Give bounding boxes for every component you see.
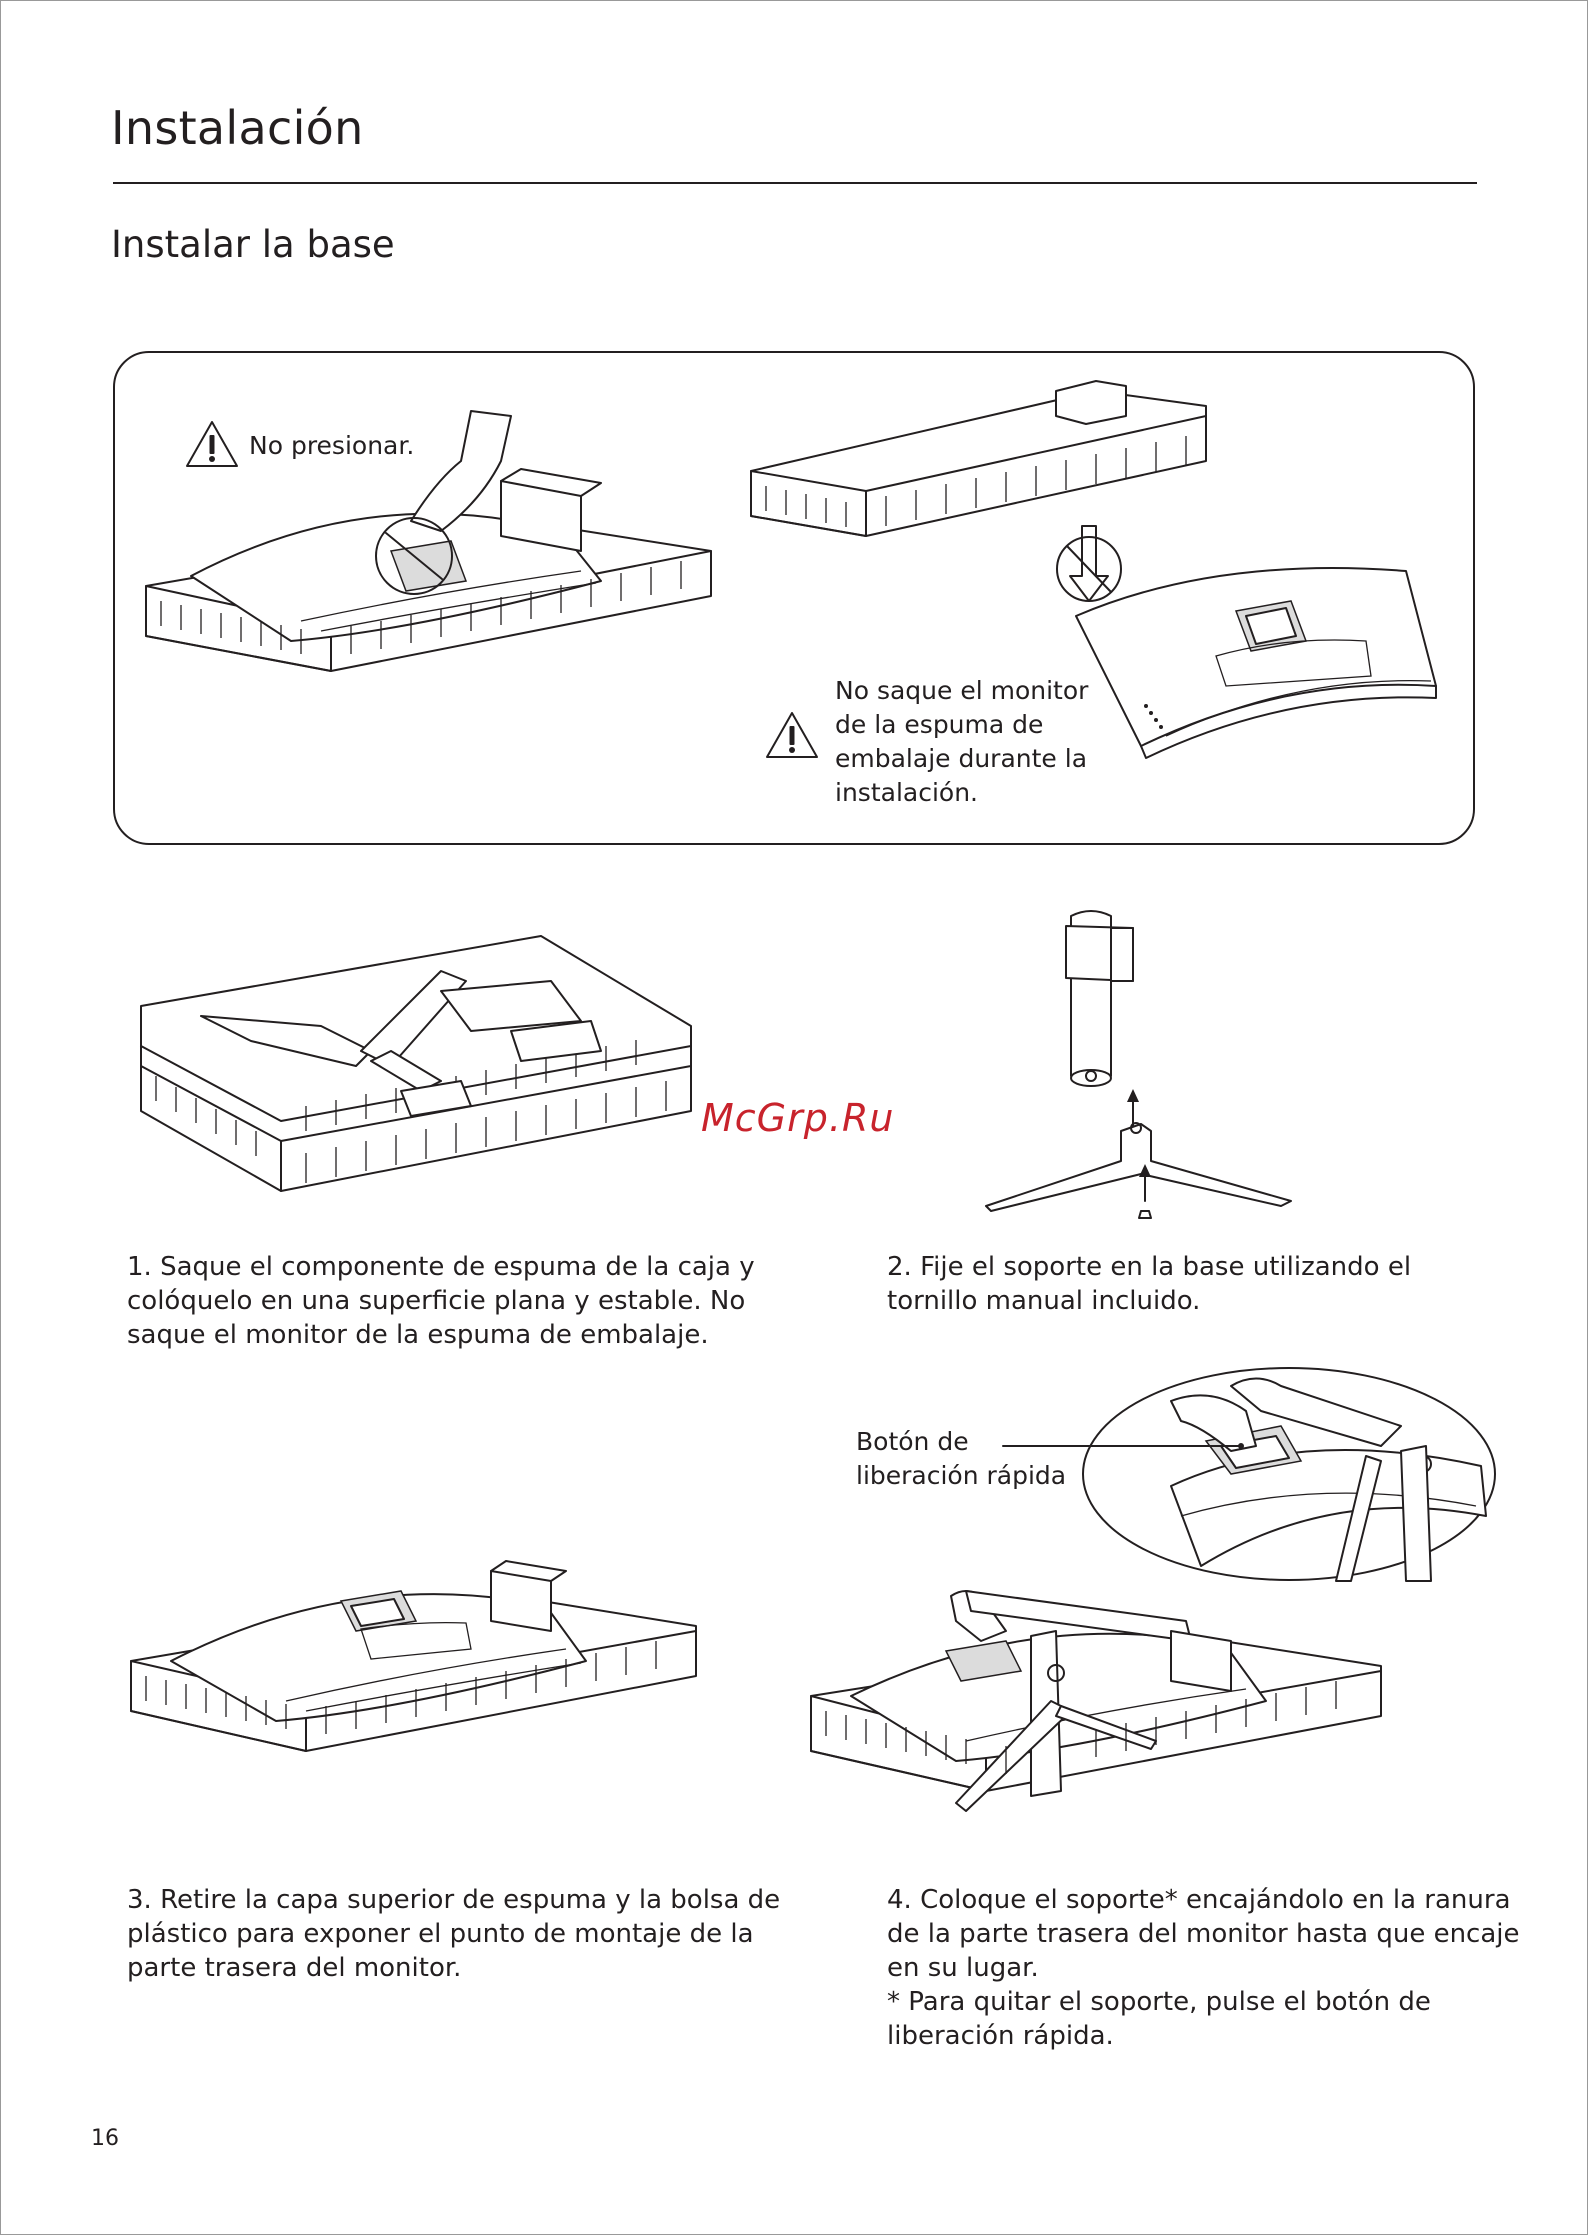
callout-leader-line xyxy=(1002,1443,1244,1449)
section-title: Instalar la base xyxy=(111,223,395,266)
warning-panel xyxy=(113,351,1475,845)
warning-do-not-remove: No saque el monitor de la espuma de emba… xyxy=(835,676,1089,807)
foam-open-illustration xyxy=(140,935,692,1192)
step-2-text: 2. Fije el soporte en la base utilizando… xyxy=(887,1252,1412,1316)
page-number: 16 xyxy=(91,2126,119,2151)
step-3-text: 3. Retire la capa superior de espuma y l… xyxy=(127,1885,781,1983)
stand-attached-illustration xyxy=(810,1590,1382,1812)
page-title: Instalación xyxy=(111,101,364,155)
foam-lift-illustration xyxy=(750,380,1437,759)
title-divider xyxy=(113,182,1477,184)
release-button-zoom-illustration xyxy=(1082,1367,1496,1582)
indicator-dots xyxy=(1144,704,1163,729)
warning-icon xyxy=(186,421,238,467)
step-1-text: 1. Saque el componente de espuma de la c… xyxy=(127,1252,755,1350)
release-button-label: Botón de liberación rápida xyxy=(856,1427,1067,1490)
warning-no-press: No presionar. xyxy=(249,431,415,460)
foam-monitor-press-illustration xyxy=(145,410,712,672)
foam-wall-slots xyxy=(160,561,682,654)
monitor-mount-exposed-illustration xyxy=(130,1560,697,1752)
warning-icon xyxy=(766,712,818,758)
stand-and-base-illustration xyxy=(985,910,1292,1219)
step-4-text: 4. Coloque el soporte* encajándolo en la… xyxy=(887,1885,1520,2051)
watermark: McGrp.Ru xyxy=(701,1096,895,1140)
